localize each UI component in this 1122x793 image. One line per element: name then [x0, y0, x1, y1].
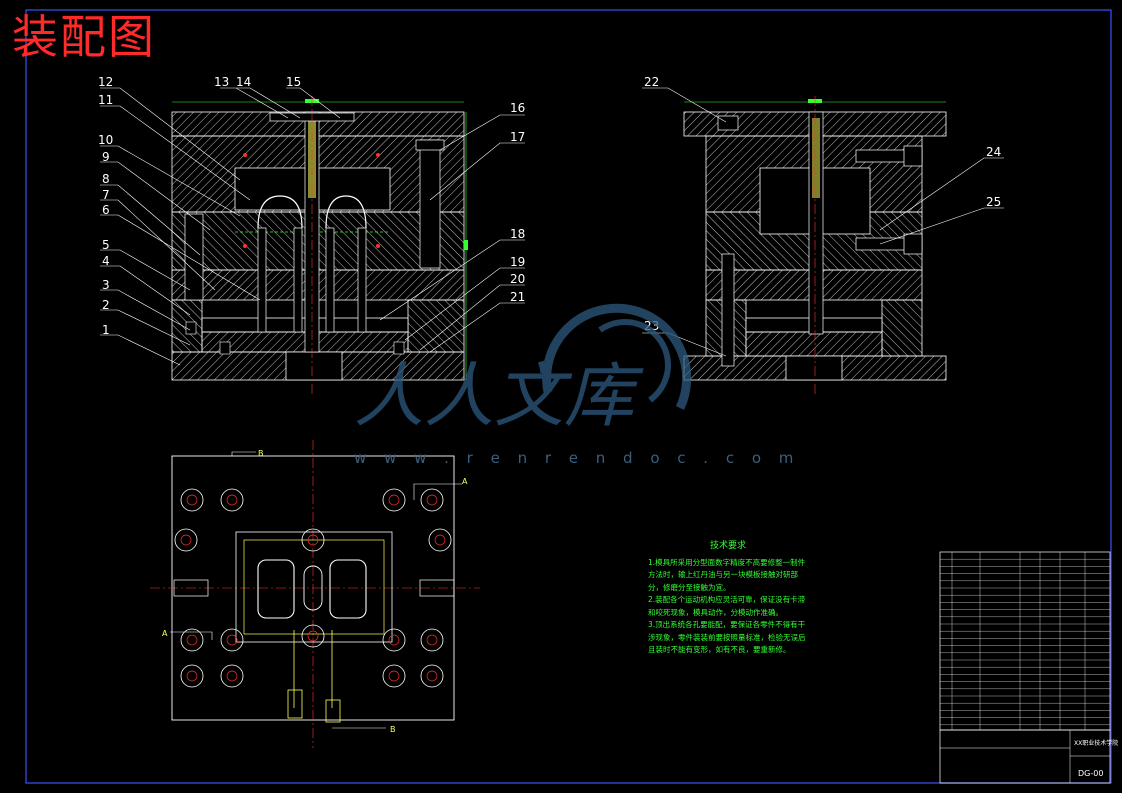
bolt-center	[307, 534, 319, 546]
bolt-hole	[180, 664, 204, 688]
drawing-title: 装配图	[12, 10, 156, 64]
bolt-center	[388, 494, 400, 506]
watermark-logo-text: 人人文库	[354, 355, 644, 437]
bolt-center	[434, 534, 446, 546]
bolt-hole	[174, 528, 198, 552]
part-number: 11	[98, 93, 113, 107]
bolt-center	[186, 494, 198, 506]
part-number: 18	[510, 227, 525, 241]
part-number: 17	[510, 130, 525, 144]
title-block: XX职业技术学院 DG-00	[939, 551, 1118, 784]
side-section-view	[683, 96, 947, 396]
bolt-hole	[180, 488, 204, 512]
bolt-center	[180, 534, 192, 546]
bolt-center	[426, 634, 438, 646]
watermark-url: w w w . r e n r e n d o c . c o m	[354, 449, 800, 467]
part-number: 3	[102, 278, 110, 292]
front-section-view	[171, 96, 468, 396]
bolt-hole	[420, 488, 444, 512]
part-number: 10	[98, 133, 113, 147]
section-label-b: B	[258, 449, 264, 458]
tech-item: 2.装配各个运动机构应灵活可靠，保证没有卡滞和咬死现象，模具动作，分模动作准确。	[648, 595, 806, 617]
part-number: 24	[986, 145, 1001, 159]
bolt-center	[426, 494, 438, 506]
tech-item: 1.模具所采用分型面数字精度不高要修整一制件方法时，输上红丹油与另一块模板接触对…	[648, 557, 806, 592]
bolt-center	[226, 634, 238, 646]
part-number: 5	[102, 238, 110, 252]
bolt-center	[388, 634, 400, 646]
bolt-hole	[420, 628, 444, 652]
technical-requirements: 技术要求 1.模具所采用分型面数字精度不高要修整一制件方法时，输上红丹油与另一块…	[648, 540, 808, 657]
bolt-center	[307, 630, 319, 642]
part-number: 19	[510, 255, 525, 269]
part-number: 6	[102, 203, 110, 217]
part-number: 25	[986, 195, 1001, 209]
tech-heading: 技术要求	[709, 541, 746, 551]
part-number: 22	[644, 75, 659, 89]
tech-item: 3.顶出系统各孔要能配，要保证各零件不得有干涉现象，零件装装前要按照量标准，检验…	[648, 620, 806, 654]
bolt-hole	[301, 528, 325, 552]
front-part-numbers: 12 11 10 9 8 7 6 5 4 3 2 1 13 14 15 16 1…	[98, 75, 525, 337]
bolt-center	[388, 670, 400, 682]
bolt-hole	[180, 628, 204, 652]
part-number: 13	[214, 75, 229, 89]
part-number: 12	[98, 75, 113, 89]
bolt-hole	[220, 488, 244, 512]
part-number: 20	[510, 272, 525, 286]
part-number: 7	[102, 188, 110, 202]
watermark-logo: 人人文库	[354, 303, 692, 437]
section-label-a: A	[462, 477, 468, 486]
bolt-center	[186, 670, 198, 682]
bolt-center	[426, 670, 438, 682]
bolt-hole	[382, 628, 406, 652]
part-number: 9	[102, 150, 110, 164]
side-part-numbers: 22 23 24 25	[644, 75, 1001, 333]
part-number: 16	[510, 101, 525, 115]
part-number: 21	[510, 290, 525, 304]
drawing-frame	[25, 9, 1112, 784]
part-number: 15	[286, 75, 301, 89]
bolt-hole	[420, 664, 444, 688]
bolt-center	[226, 494, 238, 506]
part-number: 1	[102, 323, 110, 337]
part-number: 8	[102, 172, 110, 186]
part-number: 4	[102, 254, 110, 268]
bolt-hole	[382, 664, 406, 688]
plan-view: B A A B	[150, 440, 480, 748]
bolt-hole	[301, 624, 325, 648]
bolt-center	[226, 670, 238, 682]
bolt-hole	[220, 664, 244, 688]
bolt-center	[186, 634, 198, 646]
school-name: XX职业技术学院	[1074, 739, 1118, 747]
front-leaders	[100, 87, 525, 366]
section-label-a: A	[162, 629, 168, 638]
bolt-hole	[220, 628, 244, 652]
drawing-number: DG-00	[1078, 769, 1103, 778]
bolt-hole	[382, 488, 406, 512]
bolt-hole	[428, 528, 452, 552]
part-number: 2	[102, 298, 110, 312]
part-number: 14	[236, 75, 251, 89]
section-label-b: B	[390, 725, 396, 734]
